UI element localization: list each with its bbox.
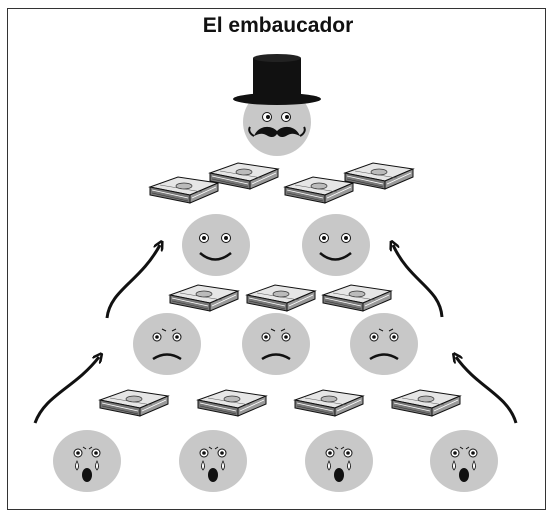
crying-face-icon	[53, 430, 121, 492]
money-stack-icon	[391, 389, 461, 417]
money-stack-icon	[99, 389, 169, 417]
money-stack-icon	[284, 176, 354, 204]
arrow-up-left-lower	[33, 357, 99, 424]
arrow-up-left-upper	[105, 245, 160, 319]
worried-face-icon	[133, 313, 201, 375]
crying-face-icon	[305, 430, 373, 492]
money-stack-icon	[294, 389, 364, 417]
worried-face-icon	[242, 313, 310, 375]
money-stack-icon	[197, 389, 267, 417]
money-stack-icon	[322, 284, 392, 312]
arrow-up-right-upper	[393, 245, 444, 318]
worried-face-icon	[350, 313, 418, 375]
diagram-title: El embaucador	[202, 14, 354, 37]
money-stack-icon	[246, 284, 316, 312]
money-stack-icon	[169, 284, 239, 312]
crying-face-icon	[430, 430, 498, 492]
swindler-face-icon	[233, 54, 321, 156]
arrow-up-right-lower	[456, 357, 518, 424]
crying-face-icon	[179, 430, 247, 492]
money-stack-icon	[209, 162, 279, 190]
happy-face-icon	[182, 214, 250, 276]
money-stack-icon	[149, 176, 219, 204]
happy-face-icon	[302, 214, 370, 276]
money-stack-icon	[344, 162, 414, 190]
